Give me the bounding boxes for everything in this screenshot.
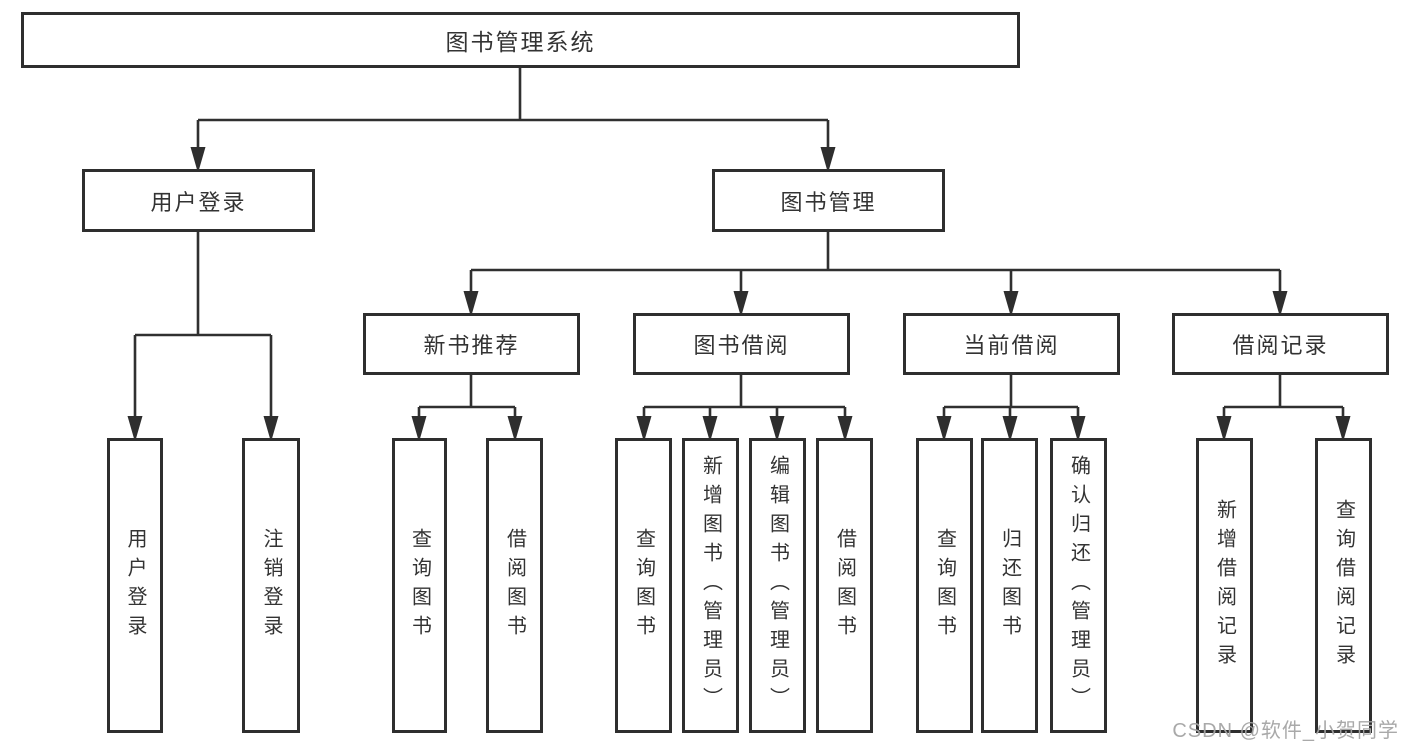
leaf-borrow-books: 借阅图书 (816, 438, 873, 733)
node-library-management-system: 图书管理系统 (21, 12, 1020, 68)
arrowhead (769, 416, 785, 442)
arrowhead (1003, 291, 1019, 317)
leaf-query-books-current: 查询图书 (916, 438, 973, 733)
arrowhead (1002, 416, 1018, 442)
arrowhead (936, 416, 952, 442)
leaf-add-books-admin: 新增图书（管理员） (682, 438, 739, 733)
node-user-login: 用户登录 (82, 169, 315, 232)
node-current-borrowing: 当前借阅 (903, 313, 1120, 375)
arrowhead (263, 416, 279, 442)
arrowhead (463, 291, 479, 317)
arrowhead (1335, 416, 1351, 442)
csdn-watermark: CSDN @软件_小贺同学 (1172, 720, 1399, 742)
leaf-borrow-books-recommend: 借阅图书 (486, 438, 543, 733)
tree-edges (133, 68, 1345, 421)
leaf-add-borrow-record: 新增借阅记录 (1196, 438, 1253, 733)
arrowheads (127, 147, 1351, 442)
node-book-borrowing: 图书借阅 (633, 313, 850, 375)
arrowhead (1216, 416, 1232, 442)
arrowhead (127, 416, 143, 442)
arrowhead (190, 147, 206, 173)
node-borrowing-records: 借阅记录 (1172, 313, 1389, 375)
leaf-return-books: 归还图书 (981, 438, 1038, 733)
leaf-logout: 注销登录 (242, 438, 300, 733)
arrowhead (1070, 416, 1086, 442)
node-book-management: 图书管理 (712, 169, 945, 232)
arrowhead (1272, 291, 1288, 317)
leaf-edit-books-admin: 编辑图书（管理员） (749, 438, 806, 733)
leaf-query-books-recommend: 查询图书 (392, 438, 447, 733)
leaf-user-login: 用户登录 (107, 438, 163, 733)
leaf-confirm-return-admin: 确认归还（管理员） (1050, 438, 1107, 733)
arrowhead (411, 416, 427, 442)
arrowhead (733, 291, 749, 317)
arrowhead (636, 416, 652, 442)
arrowhead (507, 416, 523, 442)
arrowhead (702, 416, 718, 442)
leaf-query-borrow-record: 查询借阅记录 (1315, 438, 1372, 733)
arrowhead (820, 147, 836, 173)
node-new-book-recommend: 新书推荐 (363, 313, 580, 375)
arrowhead (837, 416, 853, 442)
leaf-query-books-borrow: 查询图书 (615, 438, 672, 733)
